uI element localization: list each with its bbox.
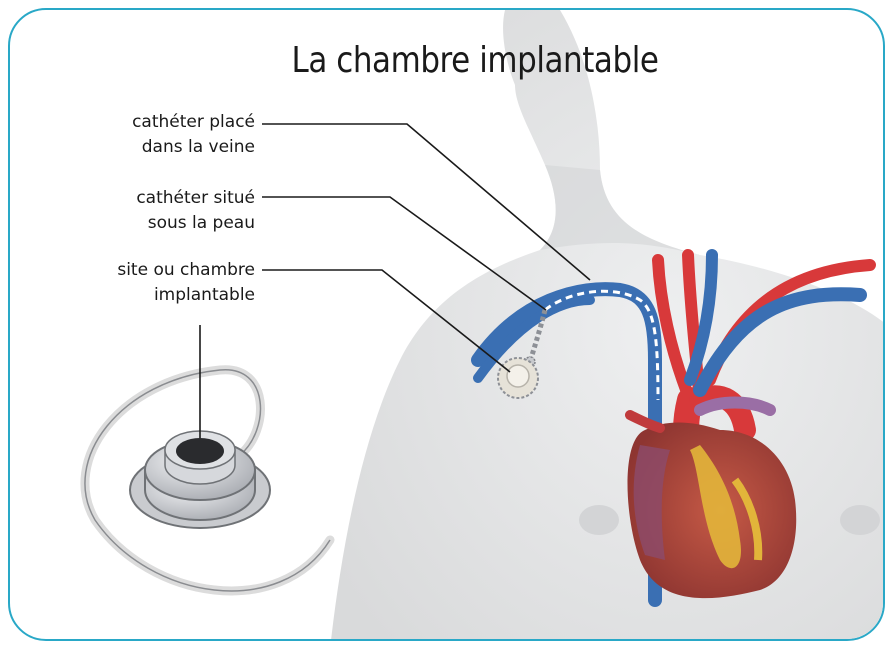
label-catheter-under-skin: cathéter situé sous la peau [100,186,255,236]
label-line: sous la peau [100,211,255,236]
implanted-port [498,358,538,398]
label-line: implantable [80,283,255,308]
label-line: site ou chambre [80,258,255,283]
body-silhouette [330,10,893,649]
nipple-left [579,505,619,535]
diagram-title: La chambre implantable [273,40,677,81]
port-device [85,370,330,591]
label-catheter-in-vein: cathéter placé dans la veine [100,110,255,160]
nipple-right [840,505,880,535]
label-line: cathéter situé [100,186,255,211]
label-port-site: site ou chambre implantable [80,258,255,308]
label-line: dans la veine [100,135,255,160]
label-line: cathéter placé [100,110,255,135]
